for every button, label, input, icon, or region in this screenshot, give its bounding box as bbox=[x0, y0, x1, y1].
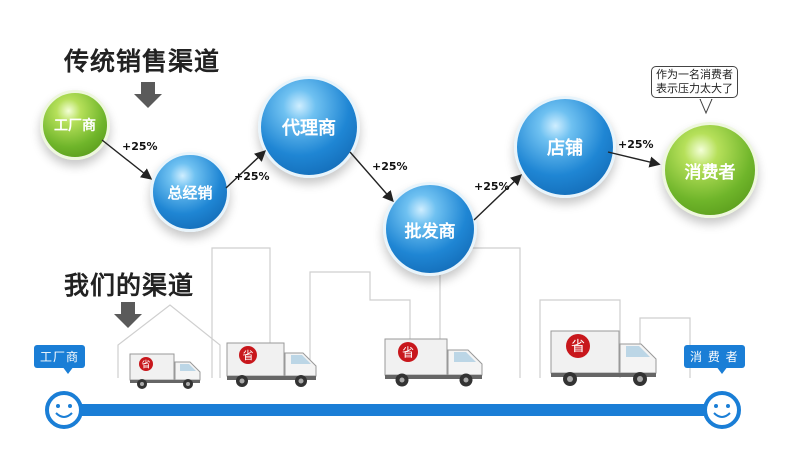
truck-icon: 省 bbox=[226, 342, 317, 387]
increment-label: +25% bbox=[122, 140, 158, 153]
truck-label: 省 bbox=[402, 346, 414, 360]
end-label-consumer: 消 费 者 bbox=[684, 345, 745, 368]
truck-label: 省 bbox=[243, 349, 254, 362]
truck-label: 省 bbox=[141, 359, 150, 371]
truck-icon: 省 bbox=[129, 353, 201, 389]
right-arrow-icon bbox=[101, 139, 661, 221]
tag-pointer bbox=[716, 366, 728, 374]
smiley-icon bbox=[703, 391, 741, 429]
node-wholesaler: 批发商 bbox=[383, 182, 477, 276]
tag-pointer bbox=[62, 366, 74, 374]
direct-channel-track bbox=[58, 404, 728, 416]
node-agent: 代理商 bbox=[258, 76, 360, 178]
truck-icon: 省 bbox=[550, 330, 657, 386]
traditional-channel-title: 传统销售渠道 bbox=[64, 47, 221, 76]
increment-label: +25% bbox=[618, 138, 654, 151]
down-arrow-icon bbox=[134, 82, 162, 108]
increment-label: +25% bbox=[372, 160, 408, 173]
node-general-distributor: 总经销 bbox=[150, 152, 230, 232]
node-store: 店铺 bbox=[514, 96, 616, 198]
down-arrow-icon bbox=[114, 302, 142, 328]
callout-line: 表示压力太大了 bbox=[656, 82, 733, 95]
node-factory: 工厂商 bbox=[40, 90, 110, 160]
increment-label: +25% bbox=[234, 170, 270, 183]
start-label-factory: 工厂商 bbox=[34, 345, 86, 368]
increment-label: +25% bbox=[474, 180, 510, 193]
callout-line: 作为一名消费者 bbox=[656, 68, 733, 81]
truck-label: 省 bbox=[571, 339, 585, 355]
callout-pointer bbox=[699, 99, 713, 115]
truck-icon: 省 bbox=[384, 338, 483, 387]
our-channel-title: 我们的渠道 bbox=[64, 271, 195, 300]
smiley-icon bbox=[45, 391, 83, 429]
node-consumer: 消费者 bbox=[662, 122, 758, 218]
consumer-speech-callout: 作为一名消费者 表示压力太大了 bbox=[651, 66, 738, 98]
